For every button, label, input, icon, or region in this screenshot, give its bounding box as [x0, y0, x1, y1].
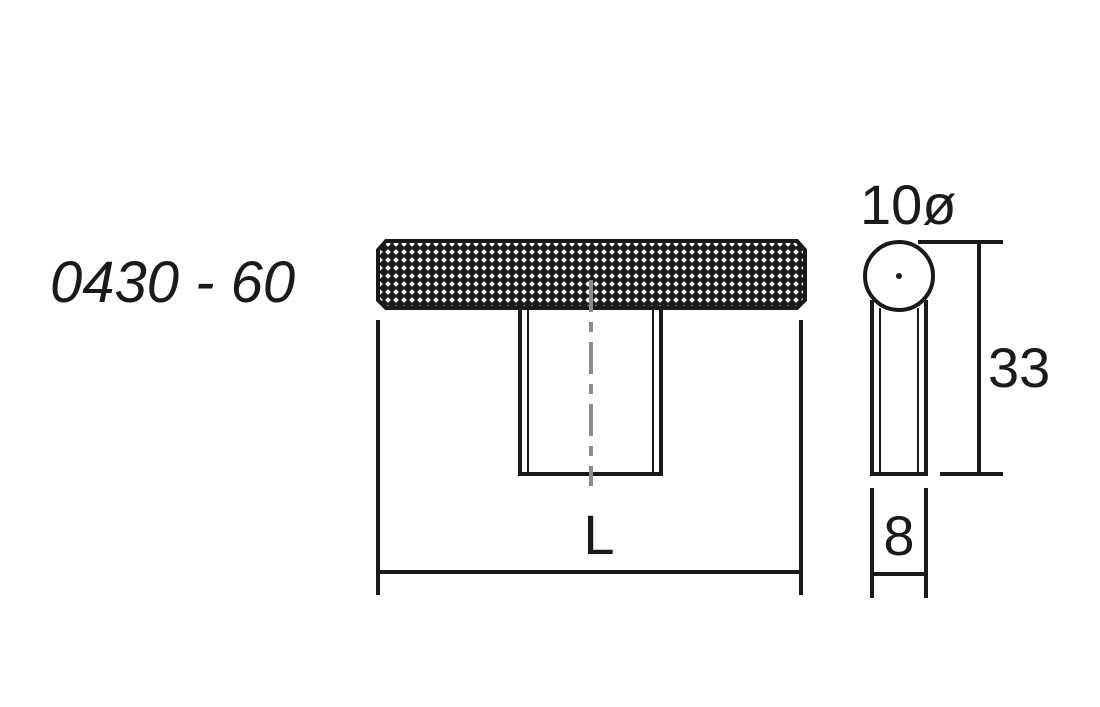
front-view: L — [376, 239, 807, 595]
knurled-bar — [376, 239, 807, 310]
length-label: L — [583, 503, 614, 566]
center-dot — [896, 273, 902, 279]
diameter-label: 10ø — [860, 173, 957, 236]
height-label: 33 — [988, 336, 1050, 399]
width-label: 8 — [883, 504, 914, 567]
side-view: 10ø 33 8 — [860, 173, 1050, 598]
product-code: 0430 - 60 — [50, 250, 295, 315]
side-post — [870, 300, 928, 476]
